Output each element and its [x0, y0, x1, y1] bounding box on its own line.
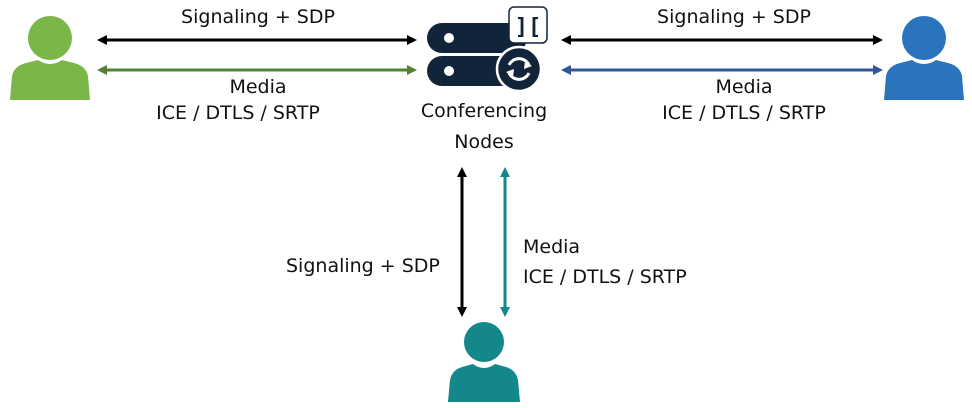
conferencing-node-label-line1: Conferencing	[420, 100, 548, 122]
right-participant-user-icon	[884, 16, 964, 100]
left-participant-user-icon	[10, 16, 90, 100]
server-rack-top	[427, 23, 527, 53]
left-media-label: Media	[229, 76, 287, 98]
left-signaling-label: Signaling + SDP	[181, 6, 335, 28]
bracket-badge-glyph: ][	[515, 15, 542, 40]
left-media-protocols-label: ICE / DTLS / SRTP	[156, 102, 320, 124]
right-media-label: Media	[715, 76, 773, 98]
bracket-badge	[508, 6, 548, 44]
right-media-protocols-label: ICE / DTLS / SRTP	[662, 102, 826, 124]
conferencing-node-label-line2: Nodes	[454, 131, 514, 153]
bottom-signaling-label: Signaling + SDP	[286, 255, 440, 277]
sync-icon	[495, 45, 543, 93]
right-signaling-label: Signaling + SDP	[657, 6, 811, 28]
bottom-participant-user-icon	[448, 322, 520, 402]
bottom-media-protocols-label: ICE / DTLS / SRTP	[523, 266, 687, 288]
conferencing-node-server-icon: ][	[427, 6, 548, 93]
bottom-media-label: Media	[523, 236, 581, 258]
